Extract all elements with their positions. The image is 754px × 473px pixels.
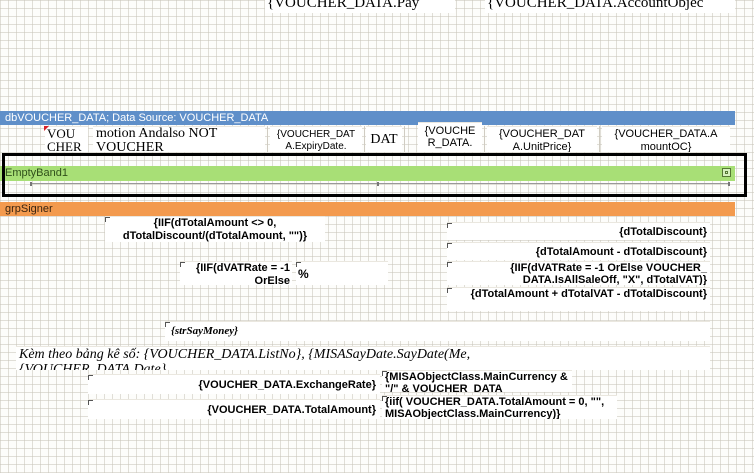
iif-total-amount-field[interactable]: {IIF(dTotalAmount <> 0, dTotalDiscount/(…	[105, 216, 325, 242]
attachment-line-2-text: {VOUCHER_DATA.Date}	[19, 362, 167, 370]
cell-separator	[484, 126, 485, 152]
amount-plus-vat-text: {dTotalAmount + dTotalVAT - dTotalDiscou…	[470, 288, 707, 300]
empty-band-label: EmptyBand1	[5, 167, 68, 179]
selection-highlight-box	[2, 153, 747, 197]
iif-vat-rate-text: {IIF(dVATRate = -1 OrElse	[195, 262, 290, 285]
detail-cell-2[interactable]: motion Andalso NOT VOUCHER	[93, 126, 265, 152]
band-collapse-icon[interactable]	[722, 168, 731, 177]
resize-handle[interactable]	[377, 182, 379, 186]
detail-cell-3[interactable]: {VOUCHER_DAT A.ExpiryDate.	[270, 126, 362, 152]
group-signer-header[interactable]: grpSigner	[0, 202, 735, 216]
iif-total-amount-text: {IIF(dTotalAmount <> 0, dTotalDiscount/(…	[122, 217, 308, 242]
percent-field[interactable]: %	[296, 261, 388, 285]
total-discount-text: {dTotalDiscount}	[619, 226, 707, 238]
band-ruler-line	[30, 183, 730, 184]
group-signer-label: grpSigner	[5, 203, 53, 215]
red-corner-marker	[44, 126, 49, 131]
cell-separator	[267, 126, 268, 152]
iif-total-main-field[interactable]: {iif( VOUCHER_DATA.TotalAmount = 0, "", …	[382, 395, 617, 419]
detail-cell-6[interactable]: {VOUCHER_DAT A.UnitPrice}	[487, 126, 597, 152]
str-say-money-text: {strSayMoney}	[171, 325, 238, 337]
detail-cell-5[interactable]: {VOUCHE R_DATA.	[418, 122, 482, 152]
voucher-account-object-field[interactable]: {VOUCHER_DATA.AccountObjec	[485, 0, 735, 13]
resize-handle[interactable]	[30, 182, 32, 186]
amount-minus-discount-field[interactable]: {dTotalAmount - dTotalDiscount}	[447, 242, 710, 260]
detail-cell-7[interactable]: {VOUCHER_DATA.A mountOC}	[602, 126, 730, 152]
total-amount-field[interactable]: {VOUCHER_DATA.TotalAmount}	[88, 399, 380, 419]
amount-plus-vat-field[interactable]: {dTotalAmount + dTotalVAT - dTotalDiscou…	[447, 287, 710, 311]
total-discount-field[interactable]: {dTotalDiscount}	[447, 222, 710, 240]
cell-separator	[404, 126, 405, 152]
attachment-line-field[interactable]: Kèm theo bảng kê số: {VOUCHER_DATA.ListN…	[16, 346, 710, 370]
resize-handle[interactable]	[728, 182, 730, 186]
detail-cell-5-text: {VOUCHE R_DATA.	[424, 125, 476, 149]
cell-separator	[599, 126, 600, 152]
detail-cell-1-text: VOU CHER	[47, 126, 82, 152]
iif-vat-rate-all-text: {IIF(dVATRate = -1 OrElse VOUCHER_ DATA.…	[510, 262, 707, 285]
exchange-rate-text: {VOUCHER_DATA.ExchangeRate}	[198, 379, 376, 391]
detail-cell-2-text: motion Andalso NOT VOUCHER	[96, 126, 218, 152]
detail-cell-1[interactable]: VOU CHER	[45, 126, 88, 152]
empty-band-header[interactable]: EmptyBand1	[0, 166, 735, 181]
total-amount-text: {VOUCHER_DATA.TotalAmount}	[207, 404, 376, 416]
percent-text: %	[298, 267, 309, 281]
detail-cell-4-text: DAT	[370, 132, 398, 147]
detail-cell-3-text: {VOUCHER_DAT A.ExpiryDate.	[276, 129, 356, 152]
amount-minus-discount-text: {dTotalAmount - dTotalDiscount}	[535, 246, 707, 258]
voucher-pay-text: {VOUCHER_DATA.Pay	[267, 0, 420, 11]
detail-band-header[interactable]: dbVOUCHER_DATA; Data Source: VOUCHER_DAT…	[0, 111, 735, 125]
iif-vat-rate-all-field[interactable]: {IIF(dVATRate = -1 OrElse VOUCHER_ DATA.…	[447, 261, 710, 285]
exchange-rate-field[interactable]: {VOUCHER_DATA.ExchangeRate}	[88, 374, 380, 394]
cell-separator	[364, 126, 365, 152]
str-say-money-field[interactable]: {strSayMoney}	[165, 321, 710, 341]
main-currency-field[interactable]: {MISAObjectClass.MainCurrency & "/" & VO…	[382, 370, 572, 392]
main-currency-text: {MISAObjectClass.MainCurrency & "/" & VO…	[385, 371, 568, 392]
iif-vat-rate-field[interactable]: {IIF(dVATRate = -1 OrElse	[180, 261, 292, 285]
attachment-line-text: Kèm theo bảng kê số: {VOUCHER_DATA.ListN…	[19, 347, 471, 362]
detail-cell-4[interactable]: DAT	[366, 126, 402, 152]
detail-cell-7-text: {VOUCHER_DATA.A mountOC}	[614, 128, 718, 152]
detail-cell-6-text: {VOUCHER_DAT A.UnitPrice}	[499, 128, 585, 152]
voucher-pay-field[interactable]: {VOUCHER_DATA.Pay	[265, 0, 455, 13]
detail-band-label: dbVOUCHER_DATA; Data Source: VOUCHER_DAT…	[5, 112, 269, 124]
iif-total-main-text: {iif( VOUCHER_DATA.TotalAmount = 0, "", …	[385, 396, 605, 419]
voucher-account-object-text: {VOUCHER_DATA.AccountObjec	[487, 0, 704, 11]
